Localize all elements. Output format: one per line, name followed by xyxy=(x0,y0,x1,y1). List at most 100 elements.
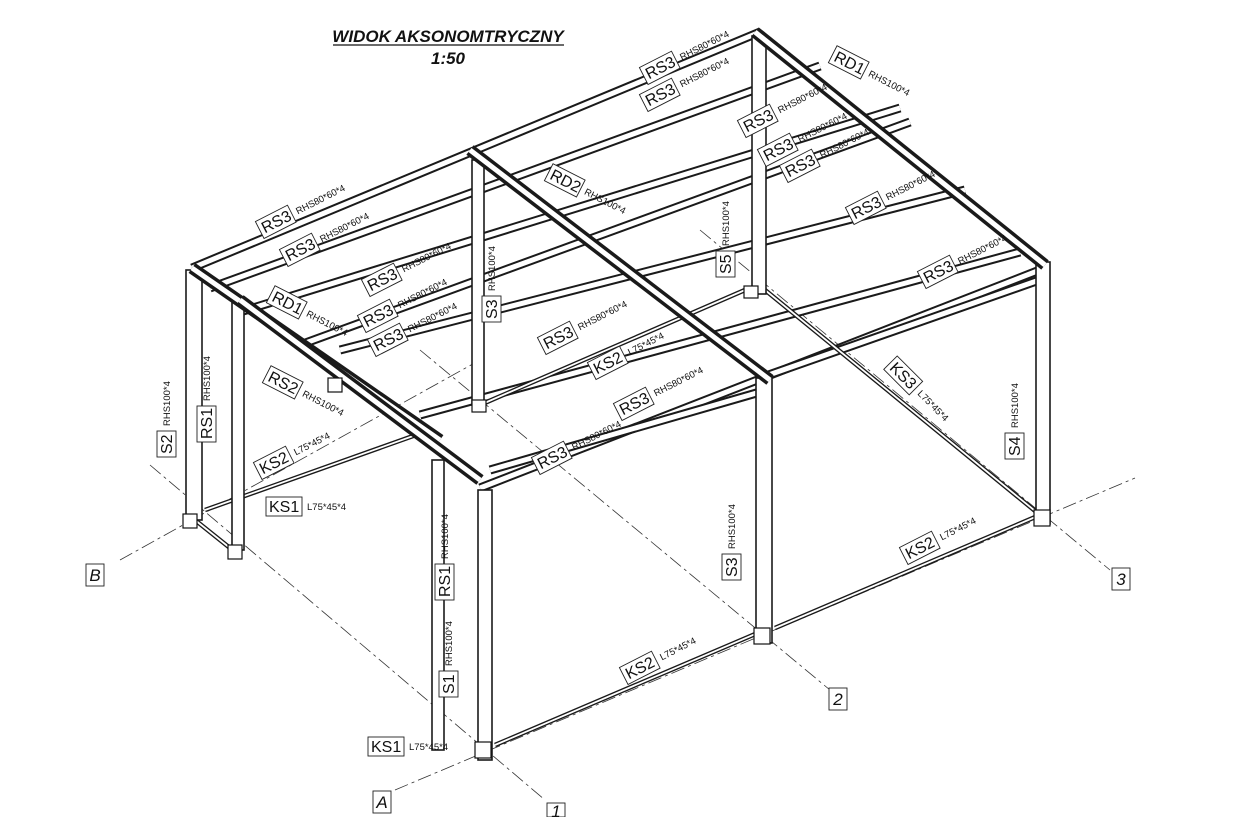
label-mark: S5 xyxy=(718,254,735,274)
grid-label-1: 1 xyxy=(551,802,560,817)
column-s3-front xyxy=(755,377,773,644)
label-frame xyxy=(898,530,941,566)
member-label-s5: S5 RHS100*4 xyxy=(715,201,736,278)
base-plate xyxy=(753,627,771,645)
base-plate xyxy=(227,544,243,560)
member-label-s4: S4 RHS100*4 xyxy=(1004,383,1025,460)
label-section: RHS100*4 xyxy=(162,381,173,426)
column-s3-back xyxy=(471,159,485,406)
label-frame xyxy=(434,563,455,601)
label-frame xyxy=(530,440,573,476)
grid-markers: B A 1 2 3 xyxy=(85,563,1131,817)
grid-label-b: B xyxy=(89,566,100,585)
label-section: RHS100*4 xyxy=(1010,383,1021,428)
grid-marker-1 xyxy=(546,802,566,817)
base-plate xyxy=(474,741,492,759)
label-frame xyxy=(438,670,459,698)
label-frame xyxy=(715,250,736,278)
label-section: RHS100*4 xyxy=(866,69,911,99)
label-frame xyxy=(536,320,579,356)
label-section: RHS100*4 xyxy=(440,514,451,559)
label-section: L75*45*4 xyxy=(409,742,448,753)
label-frame xyxy=(778,148,821,184)
label-frame xyxy=(638,50,681,86)
label-mark: RS1 xyxy=(199,408,216,439)
title-line-2: 1:50 xyxy=(431,49,466,68)
label-section: RHS80*60*4 xyxy=(576,299,629,333)
column-s5 xyxy=(751,35,767,295)
label-section: RHS100*4 xyxy=(727,504,738,549)
label-mark: S4 xyxy=(1007,436,1024,456)
label-frame xyxy=(736,103,779,139)
grid-marker-3 xyxy=(1111,567,1131,591)
label-frame xyxy=(844,190,887,226)
column-s1-front xyxy=(431,459,445,751)
label-frame xyxy=(252,445,295,481)
label-frame xyxy=(278,232,321,268)
label-mark: RS1 xyxy=(437,566,454,597)
label-frame xyxy=(265,496,303,517)
base-plate xyxy=(1033,509,1051,527)
member-label-rs1: RS1 RHS100*4 xyxy=(196,356,217,443)
label-frame xyxy=(156,430,177,458)
drawing-title: WIDOK AKSONOMTRYCZNY 1:50 xyxy=(332,27,565,68)
label-mark: KS1 xyxy=(269,499,299,516)
label-section: RHS80*60*4 xyxy=(652,365,705,399)
axis-line-b xyxy=(119,359,481,561)
label-frame xyxy=(356,298,399,334)
column-s4 xyxy=(1035,261,1051,525)
label-section: L75*45*4 xyxy=(292,431,332,459)
grid-marker-b xyxy=(85,563,105,587)
base-plate xyxy=(182,513,198,529)
label-frame xyxy=(638,77,681,113)
label-frame xyxy=(916,254,959,290)
grid-label-2: 2 xyxy=(832,690,843,709)
base-plate xyxy=(471,399,487,413)
label-mark: S1 xyxy=(441,674,458,694)
column-s2 xyxy=(185,269,203,521)
grid-marker-a xyxy=(372,790,392,814)
label-section: RHS100*4 xyxy=(444,621,455,666)
member-label-ks1: KS1 L75*45*4 xyxy=(265,496,346,517)
title-line-1: WIDOK AKSONOMTRYCZNY xyxy=(332,27,565,46)
label-frame xyxy=(367,736,405,757)
label-frame xyxy=(586,345,629,381)
label-frame xyxy=(612,386,655,422)
label-frame xyxy=(366,322,409,358)
label-section: RHS100*4 xyxy=(202,356,213,401)
base-plate xyxy=(743,285,759,299)
label-frame xyxy=(261,365,304,400)
label-section: RHS100*4 xyxy=(721,201,732,246)
label-frame xyxy=(721,553,742,581)
label-frame xyxy=(360,262,403,298)
label-frame xyxy=(543,163,586,198)
label-frame xyxy=(481,295,502,323)
label-frame xyxy=(618,650,661,686)
member-label-rs1: RS1 RHS100*4 xyxy=(434,514,455,601)
label-section: RHS80*60*4 xyxy=(776,82,829,116)
column-front-corner xyxy=(477,489,493,761)
member-label-s1: S1 RHS100*4 xyxy=(438,621,459,698)
label-frame xyxy=(827,45,870,80)
base-plates xyxy=(182,285,1051,759)
label-frame xyxy=(1004,432,1025,460)
member-label-ks1: KS1 L75*45*4 xyxy=(367,736,448,757)
member-label-s3: S3 RHS100*4 xyxy=(721,504,742,581)
box-connector xyxy=(327,377,343,393)
label-frame xyxy=(756,132,799,168)
grid-label-3: 3 xyxy=(1116,570,1126,589)
label-mark: S3 xyxy=(484,299,501,319)
label-mark: KS1 xyxy=(371,739,401,756)
grid-label-a: A xyxy=(375,793,387,812)
label-section: RHS100*4 xyxy=(300,389,345,419)
label-frame xyxy=(883,355,924,396)
column-rs1-back xyxy=(231,299,245,551)
label-mark: S3 xyxy=(724,557,741,577)
label-section: L75*45*4 xyxy=(307,502,346,513)
